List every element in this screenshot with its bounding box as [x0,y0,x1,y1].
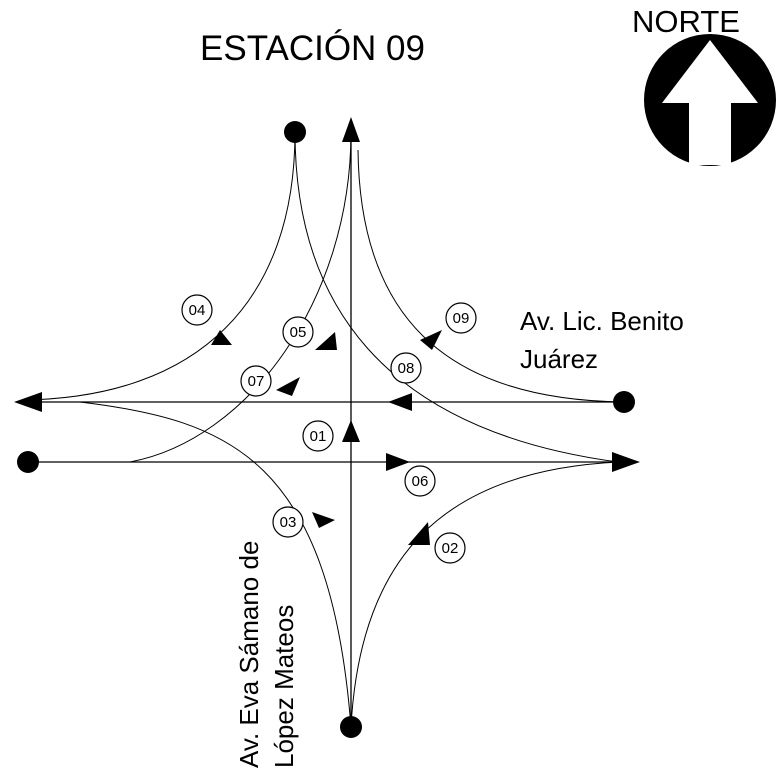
movement-label-06: 06 [404,465,436,497]
movement-02-arrowhead [408,522,430,545]
street-east-west-name-line2: Juárez [520,344,598,374]
arrowhead-west-end [14,392,42,412]
svg-text:03: 03 [280,514,297,531]
movement-label-04: 04 [181,294,213,326]
north-arrow-icon [662,40,758,165]
movement-label-05: 05 [282,316,314,348]
street-east-west-name-line1: Av. Lic. Benito [520,306,684,336]
movement-label-07: 07 [240,365,272,397]
movement-07-arrowhead [276,377,300,396]
movement-06-arrowhead [386,453,410,471]
svg-text:01: 01 [310,428,327,445]
origin-dot-west [17,451,39,473]
movement-02-path [350,461,621,728]
movement-05-arrowhead [315,332,337,350]
svg-text:06: 06 [412,473,429,490]
street-north-south-name-line2: López Mateos [269,605,299,768]
movement-label-03: 03 [272,506,304,538]
svg-text:05: 05 [290,324,307,341]
origin-dot-east [613,391,635,413]
arrowhead-north-end [342,117,360,142]
diagram-title: ESTACIÓN 09 [200,29,425,68]
movement-08-arrowhead [388,393,412,411]
svg-text:02: 02 [442,540,459,557]
movement-label-02: 02 [434,532,466,564]
movement-label-01: 01 [302,420,334,452]
origin-dot-north [284,121,306,143]
movement-09-arrowhead [420,330,442,350]
movement-05-path [294,131,619,463]
movement-04-path [21,131,296,401]
movement-label-09: 09 [445,302,477,334]
movement-01-arrowhead [342,420,360,442]
movement-04-arrowhead [211,330,232,345]
movement-03-arrowhead [312,512,335,528]
svg-text:08: 08 [398,360,415,377]
north-indicator: NORTE [632,4,776,166]
arrowhead-east-end [612,452,640,472]
svg-text:09: 09 [453,310,470,327]
north-label: NORTE [632,4,740,39]
movement-03-path [79,401,352,728]
svg-text:07: 07 [248,373,265,390]
street-north-south-name-line1: Av. Eva Sámano de [234,541,264,768]
movement-label-08: 08 [390,352,422,384]
movement-07-path [129,131,352,463]
origin-dot-south [340,716,362,738]
svg-text:04: 04 [189,302,206,319]
